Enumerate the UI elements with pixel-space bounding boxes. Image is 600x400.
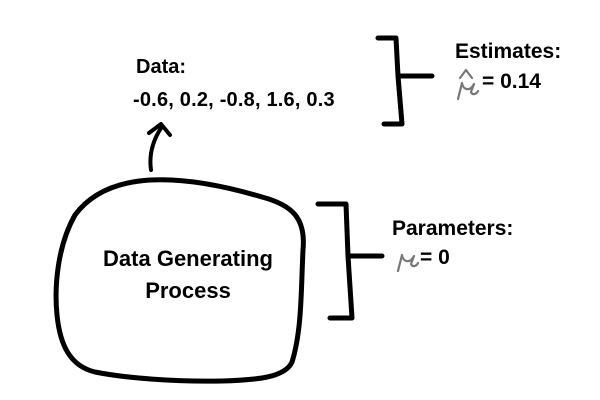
data-values: -0.6, 0.2, -0.8, 1.6, 0.3 bbox=[133, 89, 335, 111]
parameter-equation: = 0 bbox=[420, 246, 450, 269]
process-bracket bbox=[315, 201, 385, 321]
process-label-line2: Process bbox=[145, 278, 231, 303]
process-label-line1: Data Generating bbox=[103, 246, 273, 271]
estimate-equation: = 0.14 bbox=[482, 70, 541, 93]
mu-hat-symbol bbox=[456, 68, 480, 101]
process-label: Data Generating Process bbox=[88, 243, 288, 307]
mu-symbol bbox=[396, 253, 420, 273]
arrow-shaft bbox=[148, 126, 163, 172]
data-bracket bbox=[375, 35, 435, 127]
arrow-head bbox=[147, 122, 172, 137]
process-blob bbox=[53, 177, 306, 384]
parameters-heading: Parameters: bbox=[392, 217, 514, 240]
data-heading: Data: bbox=[136, 56, 187, 78]
estimates-heading: Estimates: bbox=[455, 40, 562, 63]
